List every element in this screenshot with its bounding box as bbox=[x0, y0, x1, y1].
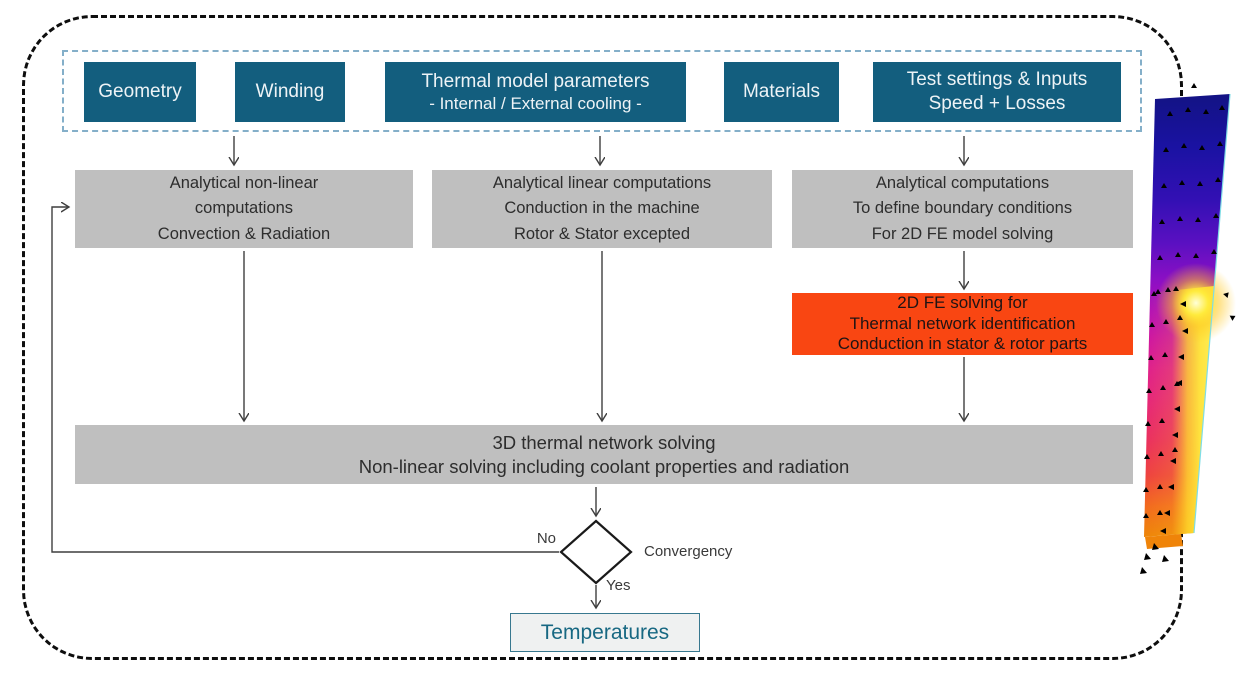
process-line: For 2D FE model solving bbox=[871, 224, 1054, 243]
process-box-analytical-boundary: Analytical computations To define bounda… bbox=[792, 170, 1133, 248]
fe-right-edge bbox=[1193, 93, 1231, 534]
input-box-geometry: Geometry bbox=[84, 62, 196, 122]
process-box-analytical-linear: Analytical linear computations Conductio… bbox=[432, 170, 772, 248]
network-line: Non-linear solving including coolant pro… bbox=[358, 455, 850, 477]
process-line: Analytical non-linear bbox=[169, 173, 319, 192]
temperatures-output-box: Temperatures bbox=[510, 613, 700, 652]
input-sublabel-cooling: - Internal / External cooling - bbox=[429, 94, 642, 114]
input-label-geometry: Geometry bbox=[98, 81, 182, 103]
process-line: To define boundary conditions bbox=[852, 199, 1073, 218]
temperatures-label: Temperatures bbox=[540, 620, 670, 644]
input-box-materials: Materials bbox=[724, 62, 839, 122]
decision-yes-label: Yes bbox=[606, 577, 631, 594]
process-line: Rotor & Stator excepted bbox=[513, 224, 691, 243]
process-line: computations bbox=[194, 199, 294, 218]
feedback-loop-no-branch bbox=[51, 207, 559, 553]
decision-no-label: No bbox=[536, 530, 556, 547]
process-box-analytical-nonlinear: Analytical non-linear computations Conve… bbox=[75, 170, 413, 248]
input-label-materials: Materials bbox=[742, 81, 821, 103]
input-sublabel-speed-losses: Speed + Losses bbox=[928, 93, 1066, 114]
process-line: Conduction in the machine bbox=[504, 199, 700, 218]
fe-hotspot bbox=[1156, 263, 1236, 343]
network-line: 3D thermal network solving bbox=[492, 432, 716, 454]
input-label-winding: Winding bbox=[255, 81, 325, 103]
decision-convergency-label: Convergency bbox=[644, 543, 733, 560]
fe-solving-box: 2D FE solving for Thermal network identi… bbox=[792, 293, 1133, 355]
fe-line: 2D FE solving for bbox=[897, 293, 1028, 313]
input-label-thermal-model: Thermal model parameters bbox=[421, 70, 650, 92]
input-box-winding: Winding bbox=[235, 62, 345, 122]
network-solving-box: 3D thermal network solving Non-linear so… bbox=[75, 425, 1133, 484]
fe-thermal-field-image bbox=[1140, 83, 1237, 574]
process-line: Analytical linear computations bbox=[492, 173, 712, 192]
fe-line: Thermal network identification bbox=[849, 313, 1076, 333]
inputs-group-border bbox=[62, 50, 1142, 132]
convergency-diamond bbox=[559, 519, 633, 585]
input-label-test-settings: Test settings & Inputs bbox=[906, 69, 1088, 91]
input-box-thermal-model-parameters: Thermal model parameters - Internal / Ex… bbox=[385, 62, 686, 122]
input-box-test-settings: Test settings & Inputs Speed + Losses bbox=[873, 62, 1121, 122]
process-line: Convection & Radiation bbox=[157, 224, 331, 243]
fe-line: Conduction in stator & rotor parts bbox=[837, 334, 1088, 354]
process-line: Analytical computations bbox=[875, 173, 1050, 192]
